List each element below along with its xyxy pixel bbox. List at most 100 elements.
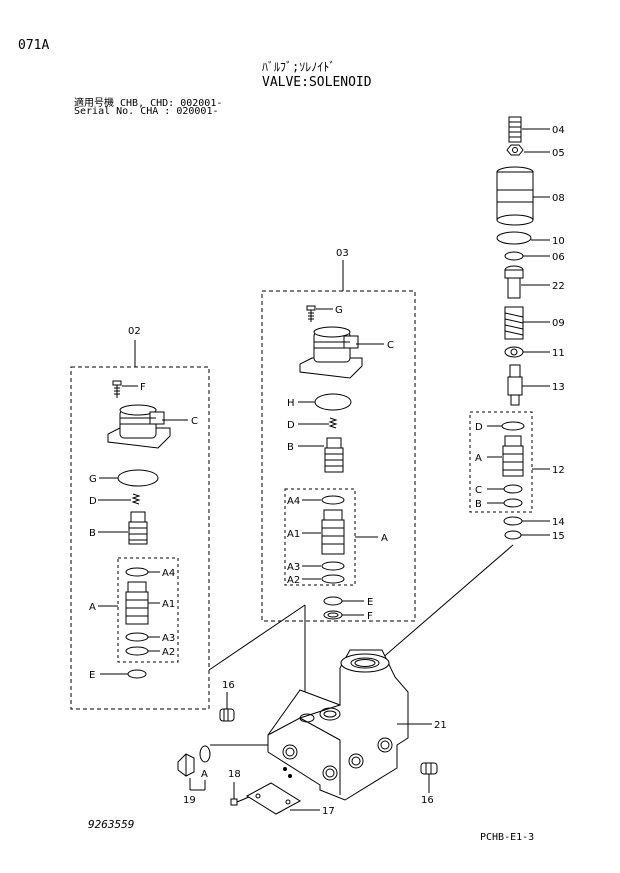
part-19-plug [177,753,195,777]
part-22-plunger [504,265,524,299]
applicability-line-2: Serial No. CHA : 020001- [74,106,219,117]
callout-02: 02 [128,326,141,337]
part-04-stud [508,116,522,143]
drawing-number: 9263559 [88,818,135,831]
part-13-stem [507,364,523,406]
ring-part-E-02 [127,669,147,679]
callout-21: 21 [434,720,447,731]
callout-14: 14 [552,517,565,528]
plunger-part-B-03 [324,437,344,473]
valve-body-part-21 [267,649,409,801]
callout-17: 17 [322,806,335,817]
cartridge-A-03-frame [284,488,356,586]
callout-16-upper: 16 [222,680,235,691]
callout-15: 15 [552,531,565,542]
part-12-ring-C [503,484,523,494]
callout-05: 05 [552,148,565,159]
label-C-12: C [475,485,482,496]
right-column-parts: 04 05 08 10 06 22 [469,116,565,542]
part-12-ring-D [501,421,525,431]
label-D-12: D [475,422,483,433]
label-F-03: F [367,611,373,622]
part-11-seat [504,346,524,358]
label-G-02: G [89,474,97,485]
assembly-03-frame [261,290,416,622]
screw-part-F [112,380,122,398]
label-A3-02: A3 [162,633,175,644]
part-06-ring [504,251,524,261]
page-code: 071A [18,38,50,53]
sheet-code: PCHB-E1-3 [480,832,535,843]
assembly-02-frame [70,366,210,710]
label-A2-02: A2 [162,647,175,658]
callout-09: 09 [552,318,565,329]
label-C-02: C [191,416,198,427]
ring-part-F-03 [323,610,343,620]
callout-06: 06 [552,252,565,263]
label-A1-03: A1 [287,529,300,540]
label-A-12: A [475,453,482,464]
callout-22: 22 [552,281,565,292]
label-A-19: A [201,769,208,780]
title-english: VALVE:SOLENOID [262,75,372,90]
ring-part-A-19 [199,745,211,763]
ring-part-E-03 [323,596,343,606]
label-B-02: B [89,528,96,539]
part-16-plug-upper [219,708,235,722]
label-E-02: E [89,670,95,681]
part-10-oring [496,231,532,245]
part-09-spring [504,306,524,340]
part-14-oring [503,516,523,526]
part-08-coil [496,166,534,226]
part-12-cartridge-A [502,435,524,477]
label-G-03: G [335,305,343,316]
seal-A2-03 [321,574,345,584]
seal-A4-02 [125,567,149,577]
seal-A2-02 [125,646,149,656]
assembly-12-frame [469,411,533,513]
cartridge-A-02-frame [117,557,179,663]
callout-08: 08 [552,193,565,204]
seal-A4-03 [321,495,345,505]
part-15-backup-ring [504,530,522,540]
applicability-line-1: 適用号機 CHB, CHD: 002001- [74,98,223,109]
part-16-plug-lower [420,762,438,775]
callout-12: 12 [552,465,565,476]
part-05-nut [506,144,524,156]
callout-10: 10 [552,236,565,247]
label-A3-03: A3 [287,562,300,573]
label-A4-03: A4 [287,496,300,507]
title-japanese: ﾊﾞﾙﾌﾞ;ｿﾚﾉｲﾄﾞ [262,60,336,74]
part-12-ring-B [503,498,523,508]
spring-part-D-03 [328,417,338,429]
label-B-12: B [475,499,482,510]
spring-part-D [131,493,141,505]
callout-13: 13 [552,382,565,393]
assembly-03: 03 G C H D B [261,248,416,622]
part-17-plate [246,782,301,815]
label-D-03: D [287,420,295,431]
seal-A3-03 [321,561,345,571]
callout-19: 19 [183,795,196,806]
plunger-part-B [128,511,148,545]
callout-03: 03 [336,248,349,259]
label-E-03: E [367,597,373,608]
label-D-02: D [89,496,97,507]
callout-16-lower: 16 [421,795,434,806]
label-A4-02: A4 [162,568,175,579]
solenoid-coil-part-C [107,404,171,449]
label-A1-02: A1 [162,599,175,610]
seal-A3-02 [125,632,149,642]
callout-18: 18 [228,769,241,780]
cartridge-A1-02 [125,581,149,625]
assembly-02: 02 F C G D [70,326,210,710]
label-A2-03: A2 [287,575,300,586]
oring-part-H [314,393,352,411]
solenoid-coil-part-C-03 [299,326,363,379]
callout-04: 04 [552,125,565,136]
label-A-02: A [89,602,96,613]
label-F-02: F [140,382,146,393]
screw-part-G [306,305,316,322]
label-B-03: B [287,442,294,453]
